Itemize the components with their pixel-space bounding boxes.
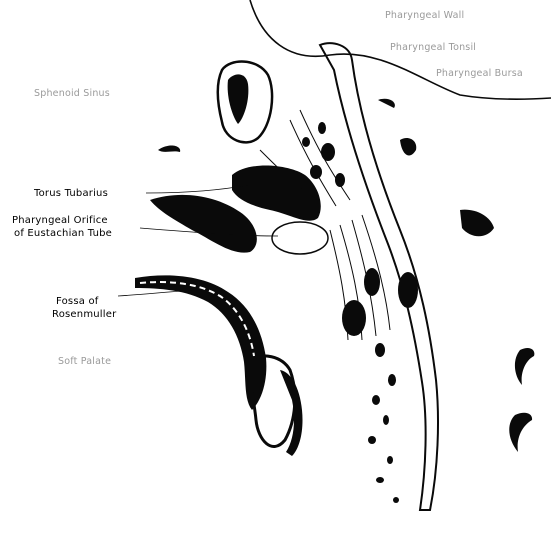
label-pharyngeal-orifice-2: of Eustachian Tube xyxy=(14,228,112,239)
label-fossa-1: Fossa of xyxy=(56,296,98,307)
label-pharyngeal-bursa: Pharyngeal Bursa xyxy=(436,68,523,79)
label-pharyngeal-wall: Pharyngeal Wall xyxy=(385,10,464,21)
glandular-spots xyxy=(302,122,418,503)
vertebral-marks xyxy=(158,99,534,452)
soft-palate-band xyxy=(135,275,266,410)
sphenoid-inner-fill xyxy=(228,74,249,124)
eustachian-orifice xyxy=(272,222,328,254)
torus-tubarius-shape xyxy=(150,195,257,253)
label-fossa-2: Rosenmuller xyxy=(52,309,116,320)
label-sphenoid-sinus: Sphenoid Sinus xyxy=(34,88,110,99)
label-pharyngeal-tonsil: Pharyngeal Tonsil xyxy=(390,42,476,53)
label-pharyngeal-orifice-1: Pharyngeal Orifice xyxy=(12,215,108,226)
label-torus-tubarius: Torus Tubarius xyxy=(34,188,108,199)
label-soft-palate: Soft Palate xyxy=(58,356,111,367)
